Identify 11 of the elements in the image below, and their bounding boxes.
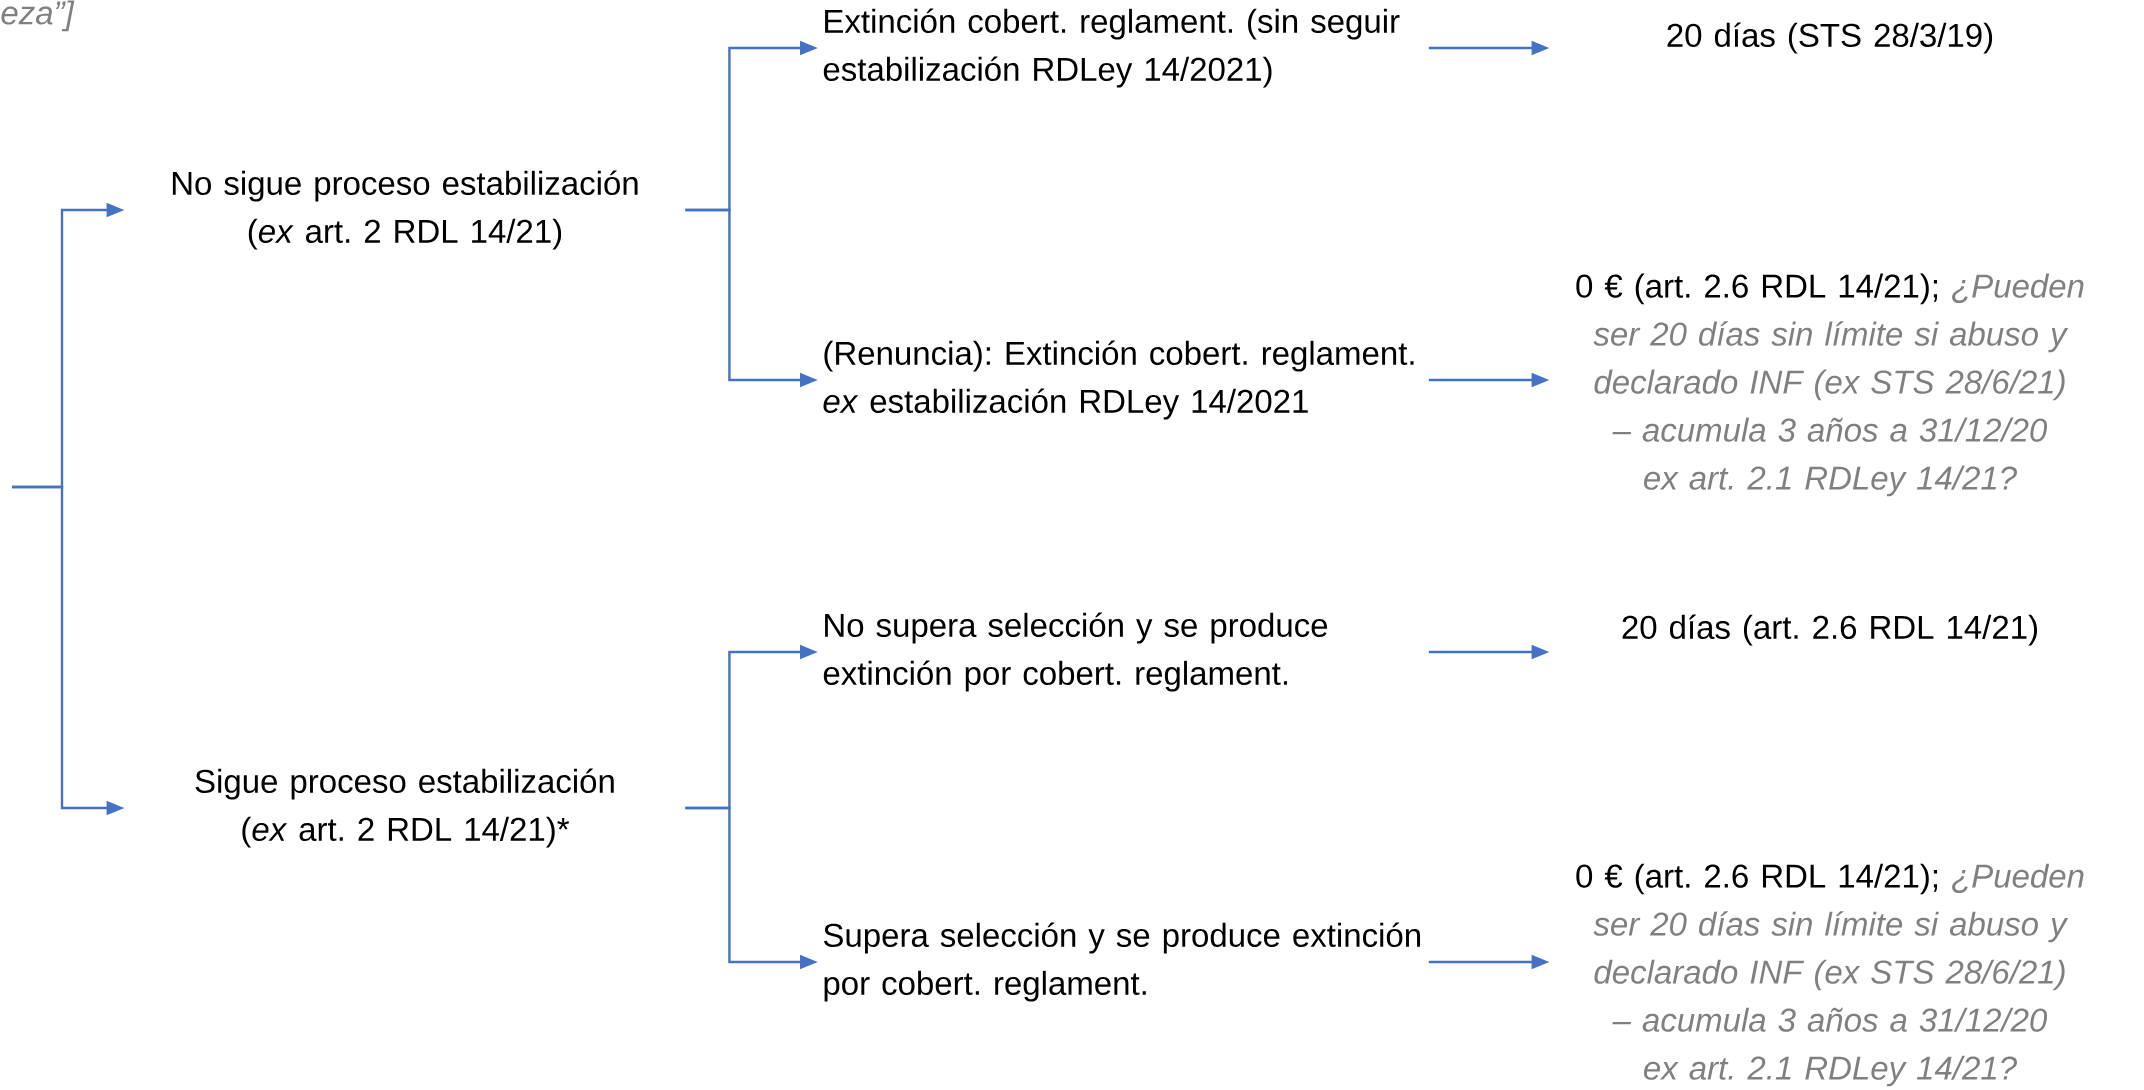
option-text: No supera selección y se produce extinción por cobert. reglament. (823, 612, 1328, 692)
outcome-text: 0 € (art. 2.6 RDL 14/21); ¿Pueden ser 20 días sin límite si abuso y declarado INF (ex STS 28/6/21) – acumula 3 años a 31/12/20 ex art. 2.1 RDLey 14/21? (1576, 863, 2084, 1087)
cut-text: eza”] (1, 0, 75, 32)
branch-text: No sigue proceso estabilización (ex art. 2 RDL 14/21) (172, 170, 638, 250)
option-text: Extinción cobert. reglament. (sin seguir estabilización RDLey 14/2021) (823, 8, 1400, 88)
outcome-text: 20 días (art. 2.6 RDL 14/21) (1622, 614, 2037, 646)
branch-text: Sigue proceso estabilización (ex art. 2 RDL 14/21)* (195, 768, 614, 848)
outcome-text: 20 días (STS 28/3/19) (1667, 22, 1993, 54)
option-text: (Renuncia): Extinción cobert. reglament. ex estabilización RDLey 14/2021 (823, 340, 1414, 420)
outcome-text: 0 € (art. 2.6 RDL 14/21); ¿Pueden ser 20 días sin límite si abuso y declarado INF (ex STS 28/6/21) – acumula 3 años a 31/12/20 ex art. 2.1 RDLey 14/21? (1576, 273, 2084, 497)
option-text: Supera selección y se produce extinción por cobert. reglament. (823, 922, 1420, 1002)
